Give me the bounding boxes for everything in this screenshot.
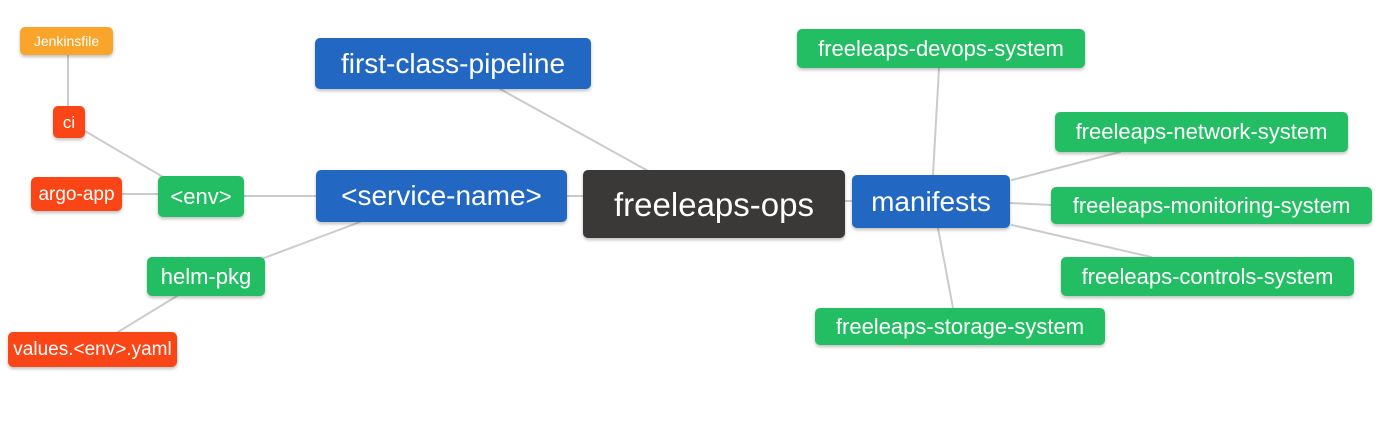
mindmap-node-service-name[interactable]: <service-name> xyxy=(316,170,567,222)
mindmap-node-freeleaps-storage-system[interactable]: freeleaps-storage-system xyxy=(815,308,1105,345)
mindmap-node-first-class-pipeline[interactable]: first-class-pipeline xyxy=(315,38,591,89)
mindmap-node-env[interactable]: <env> xyxy=(158,176,244,217)
mindmap-node-values-env-yaml[interactable]: values.<env>.yaml xyxy=(8,332,177,367)
mindmap-node-freeleaps-controls-system[interactable]: freeleaps-controls-system xyxy=(1061,257,1354,296)
mindmap-node-jenkinsfile[interactable]: Jenkinsfile xyxy=(20,27,113,55)
mindmap-node-freeleaps-network-system[interactable]: freeleaps-network-system xyxy=(1055,112,1348,152)
mindmap-node-manifests[interactable]: manifests xyxy=(852,175,1010,228)
mindmap-node-ci[interactable]: ci xyxy=(53,106,85,138)
mindmap-node-freeleaps-monitoring-system[interactable]: freeleaps-monitoring-system xyxy=(1051,187,1372,224)
mindmap-node-freeleaps-ops[interactable]: freeleaps-ops xyxy=(583,170,845,238)
mindmap-node-helm-pkg[interactable]: helm-pkg xyxy=(147,257,265,296)
mindmap-node-freeleaps-devops-system[interactable]: freeleaps-devops-system xyxy=(797,29,1085,68)
mindmap-node-argo-app[interactable]: argo-app xyxy=(31,177,122,211)
